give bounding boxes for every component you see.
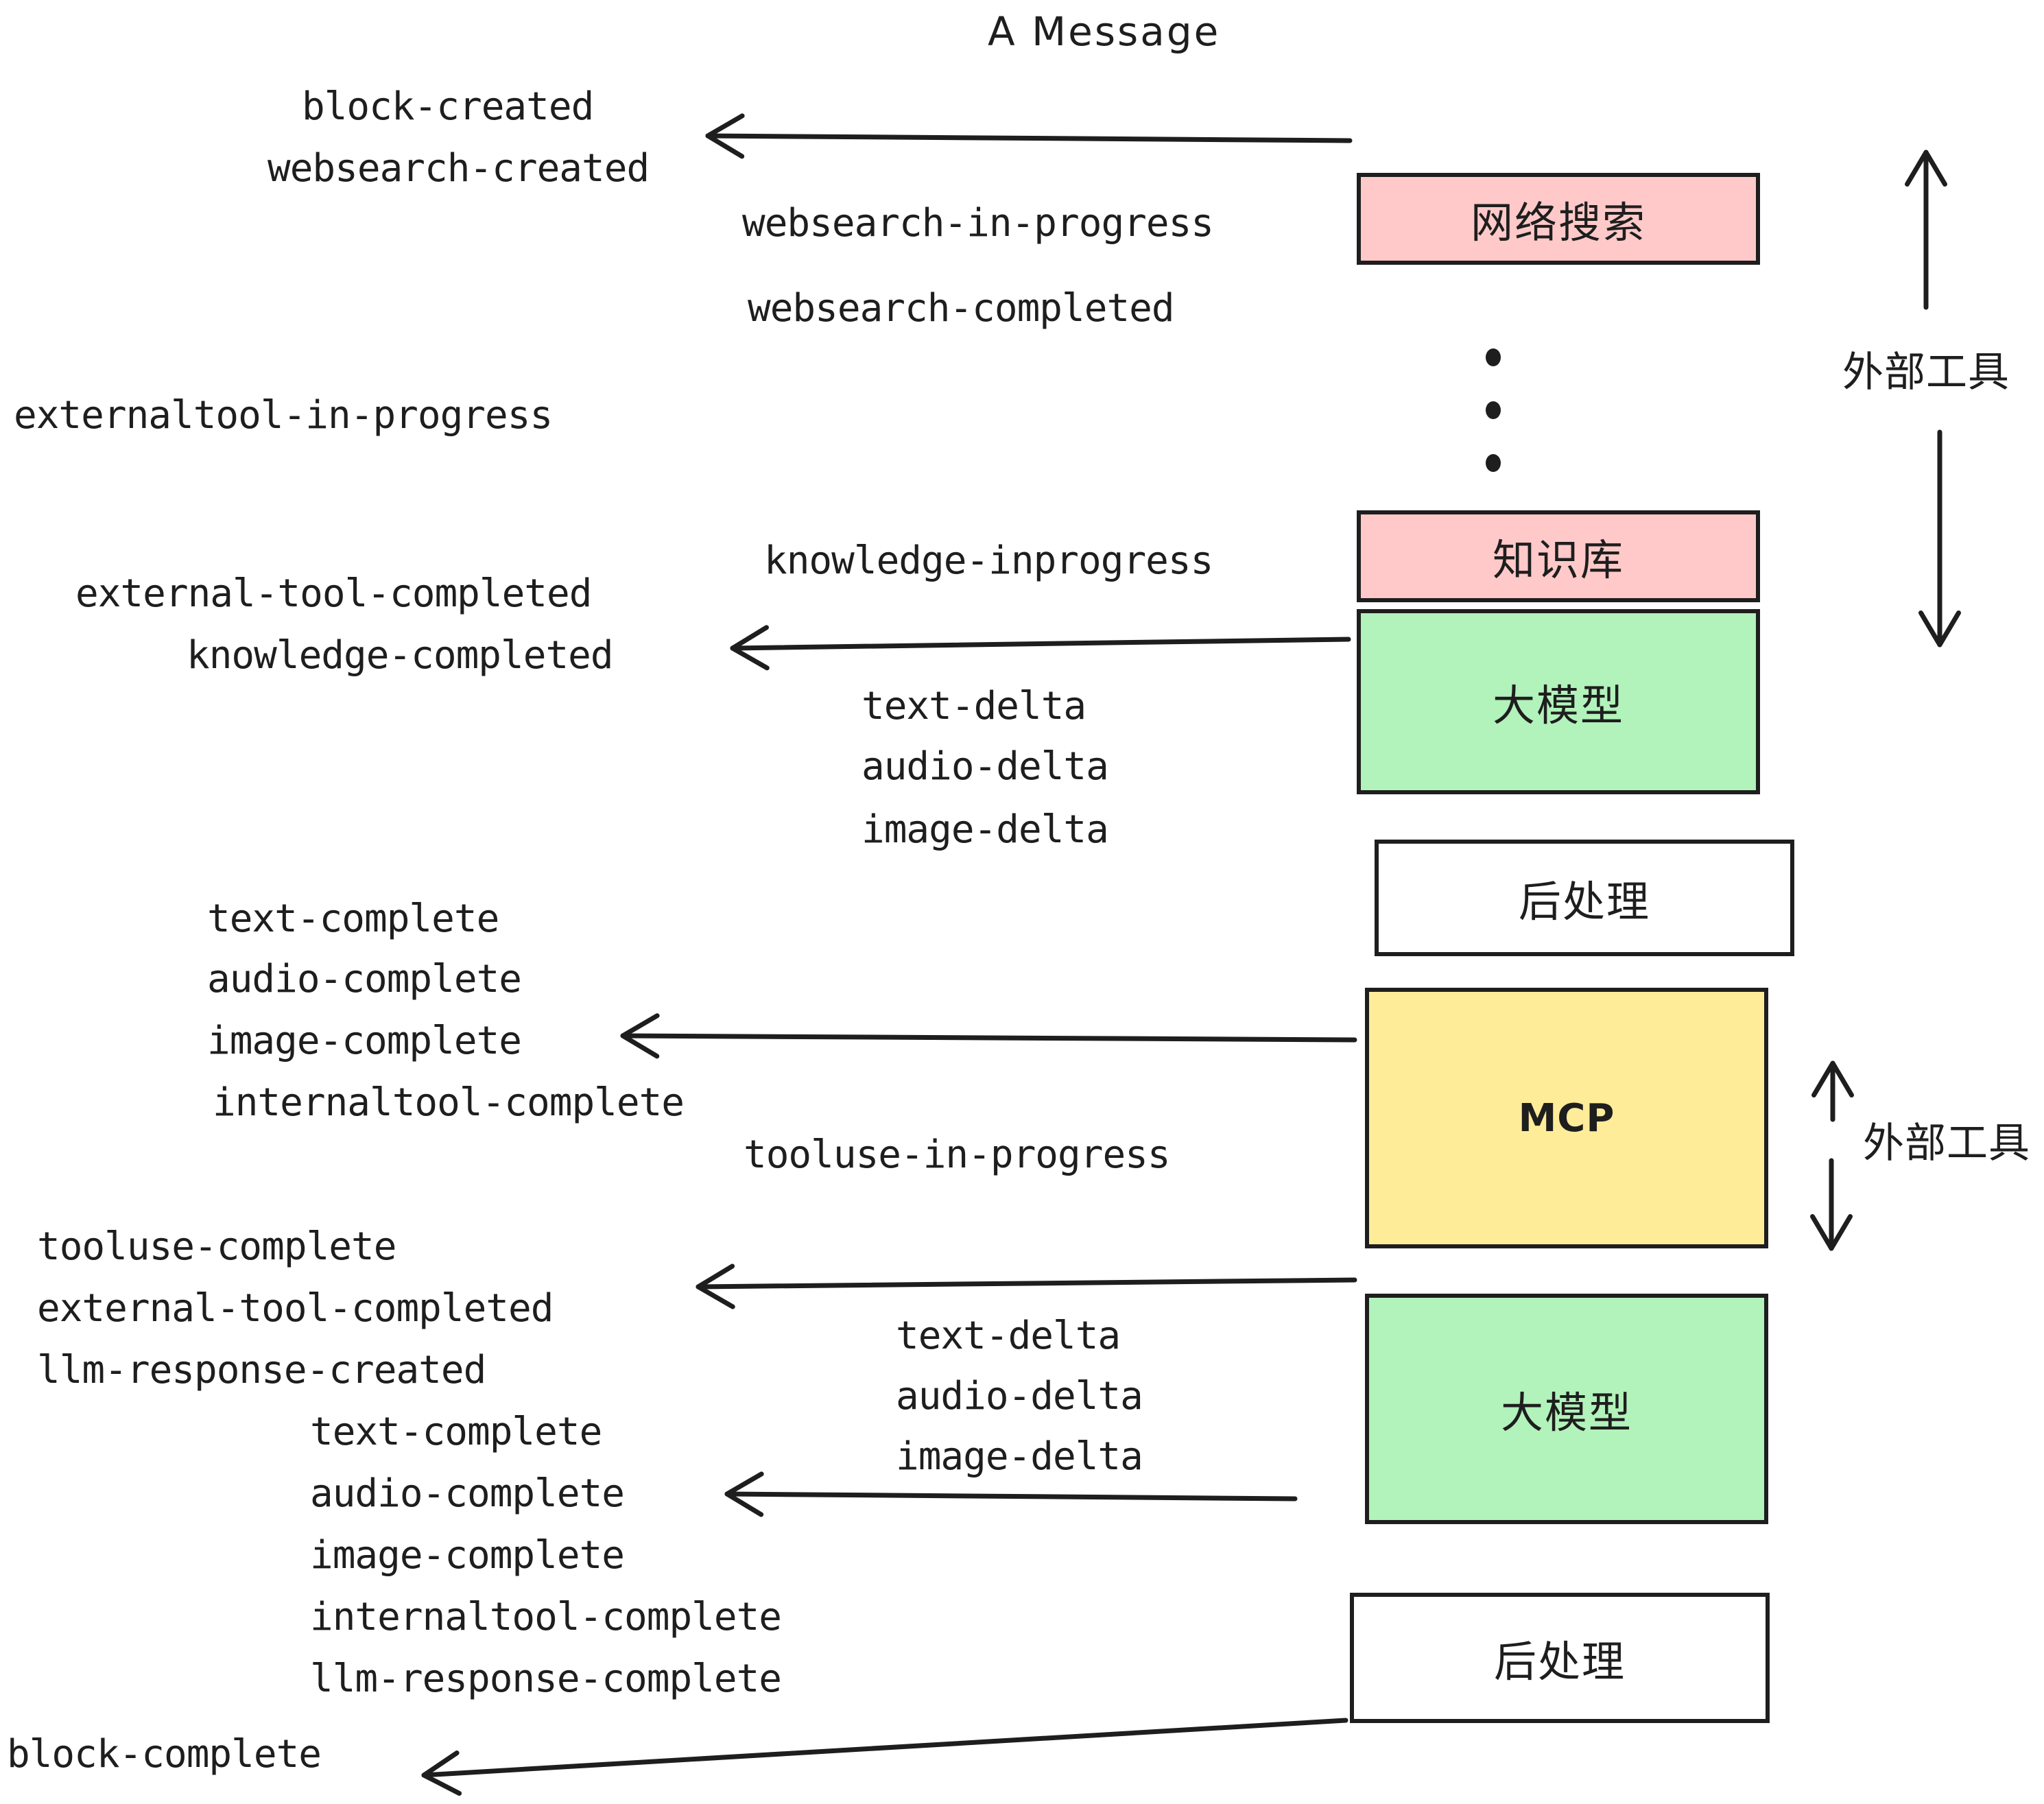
event-label-knowledge-inprogress: knowledge-inprogress [764,538,1213,583]
ext-tools-arrow-down-top [1918,429,1961,648]
arrow-llmtop-to-image-complete [620,1013,1357,1059]
event-label-image-delta-1: image-delta [861,807,1109,852]
event-label-image-delta-2: image-delta [896,1434,1143,1479]
side-label-external-tools-bottom: 外部工具 [1863,1119,2030,1167]
arrow-llmbottom-to-audio [724,1471,1298,1517]
event-label-internaltool-complete-2: internaltool-complete [310,1595,782,1639]
event-label-external-tool-completed-1: external-tool-completed [75,571,592,616]
event-label-tooluse-complete: tooluse-complete [37,1224,396,1269]
event-label-llm-response-created: llm-response-created [37,1348,486,1392]
event-label-websearch-created: websearch-created [268,146,650,191]
event-label-text-complete-2: text-complete [310,1410,602,1454]
event-label-text-delta-2: text-delta [896,1314,1121,1358]
box-postprocess-bottom: 后处理 [1350,1593,1770,1723]
event-label-block-created: block-created [302,84,594,129]
page-title: A Message [988,8,1221,55]
event-label-external-tool-completed-2: external-tool-completed [37,1286,554,1331]
box-knowledge: 知识库 [1357,510,1760,602]
side-label-external-tools-top: 外部工具 [1842,348,2010,396]
event-label-text-complete-1: text-complete [207,897,499,941]
event-label-audio-delta-1: audio-delta [861,744,1109,789]
arrow-knowledge-to-completed [730,625,1351,671]
box-llm-top: 大模型 [1357,609,1760,794]
ext-tools-arrow-up-top [1905,150,1947,310]
box-mcp: MCP [1365,988,1768,1248]
event-label-audio-complete-2: audio-complete [310,1471,625,1516]
event-label-image-complete-2: image-complete [310,1533,625,1578]
arrow-post-to-block-complete [421,1718,1348,1796]
event-label-externaltool-in-progress: externaltool-in-progress [14,393,553,438]
ext-tools-arrow-up-bottom [1811,1060,1854,1122]
event-label-audio-delta-2: audio-delta [896,1374,1143,1419]
arrow-websearch-to-block [705,113,1353,159]
box-postprocess-top: 后处理 [1375,840,1794,956]
event-label-tooluse-in-progress: tooluse-in-progress [744,1132,1171,1177]
event-label-websearch-completed: websearch-completed [748,286,1175,331]
event-label-audio-complete-1: audio-complete [207,957,522,1001]
event-label-llm-response-complete: llm-response-complete [310,1657,782,1701]
event-label-internaltool-complete-1: internaltool-complete [213,1080,685,1125]
event-label-block-complete: block-complete [7,1732,322,1777]
arrow-mcp-to-tooluse [696,1263,1357,1309]
event-label-text-delta-1: text-delta [861,684,1086,728]
box-websearch: 网络搜索 [1357,173,1760,265]
event-label-knowledge-completed: knowledge-completed [187,633,614,678]
box-llm-bottom: 大模型 [1365,1294,1768,1524]
ext-tools-arrow-down-bottom [1810,1158,1853,1251]
vertical-ellipsis-icon [1486,348,1501,472]
event-label-image-complete-1: image-complete [207,1019,522,1063]
event-label-websearch-in-progress: websearch-in-progress [742,201,1214,246]
